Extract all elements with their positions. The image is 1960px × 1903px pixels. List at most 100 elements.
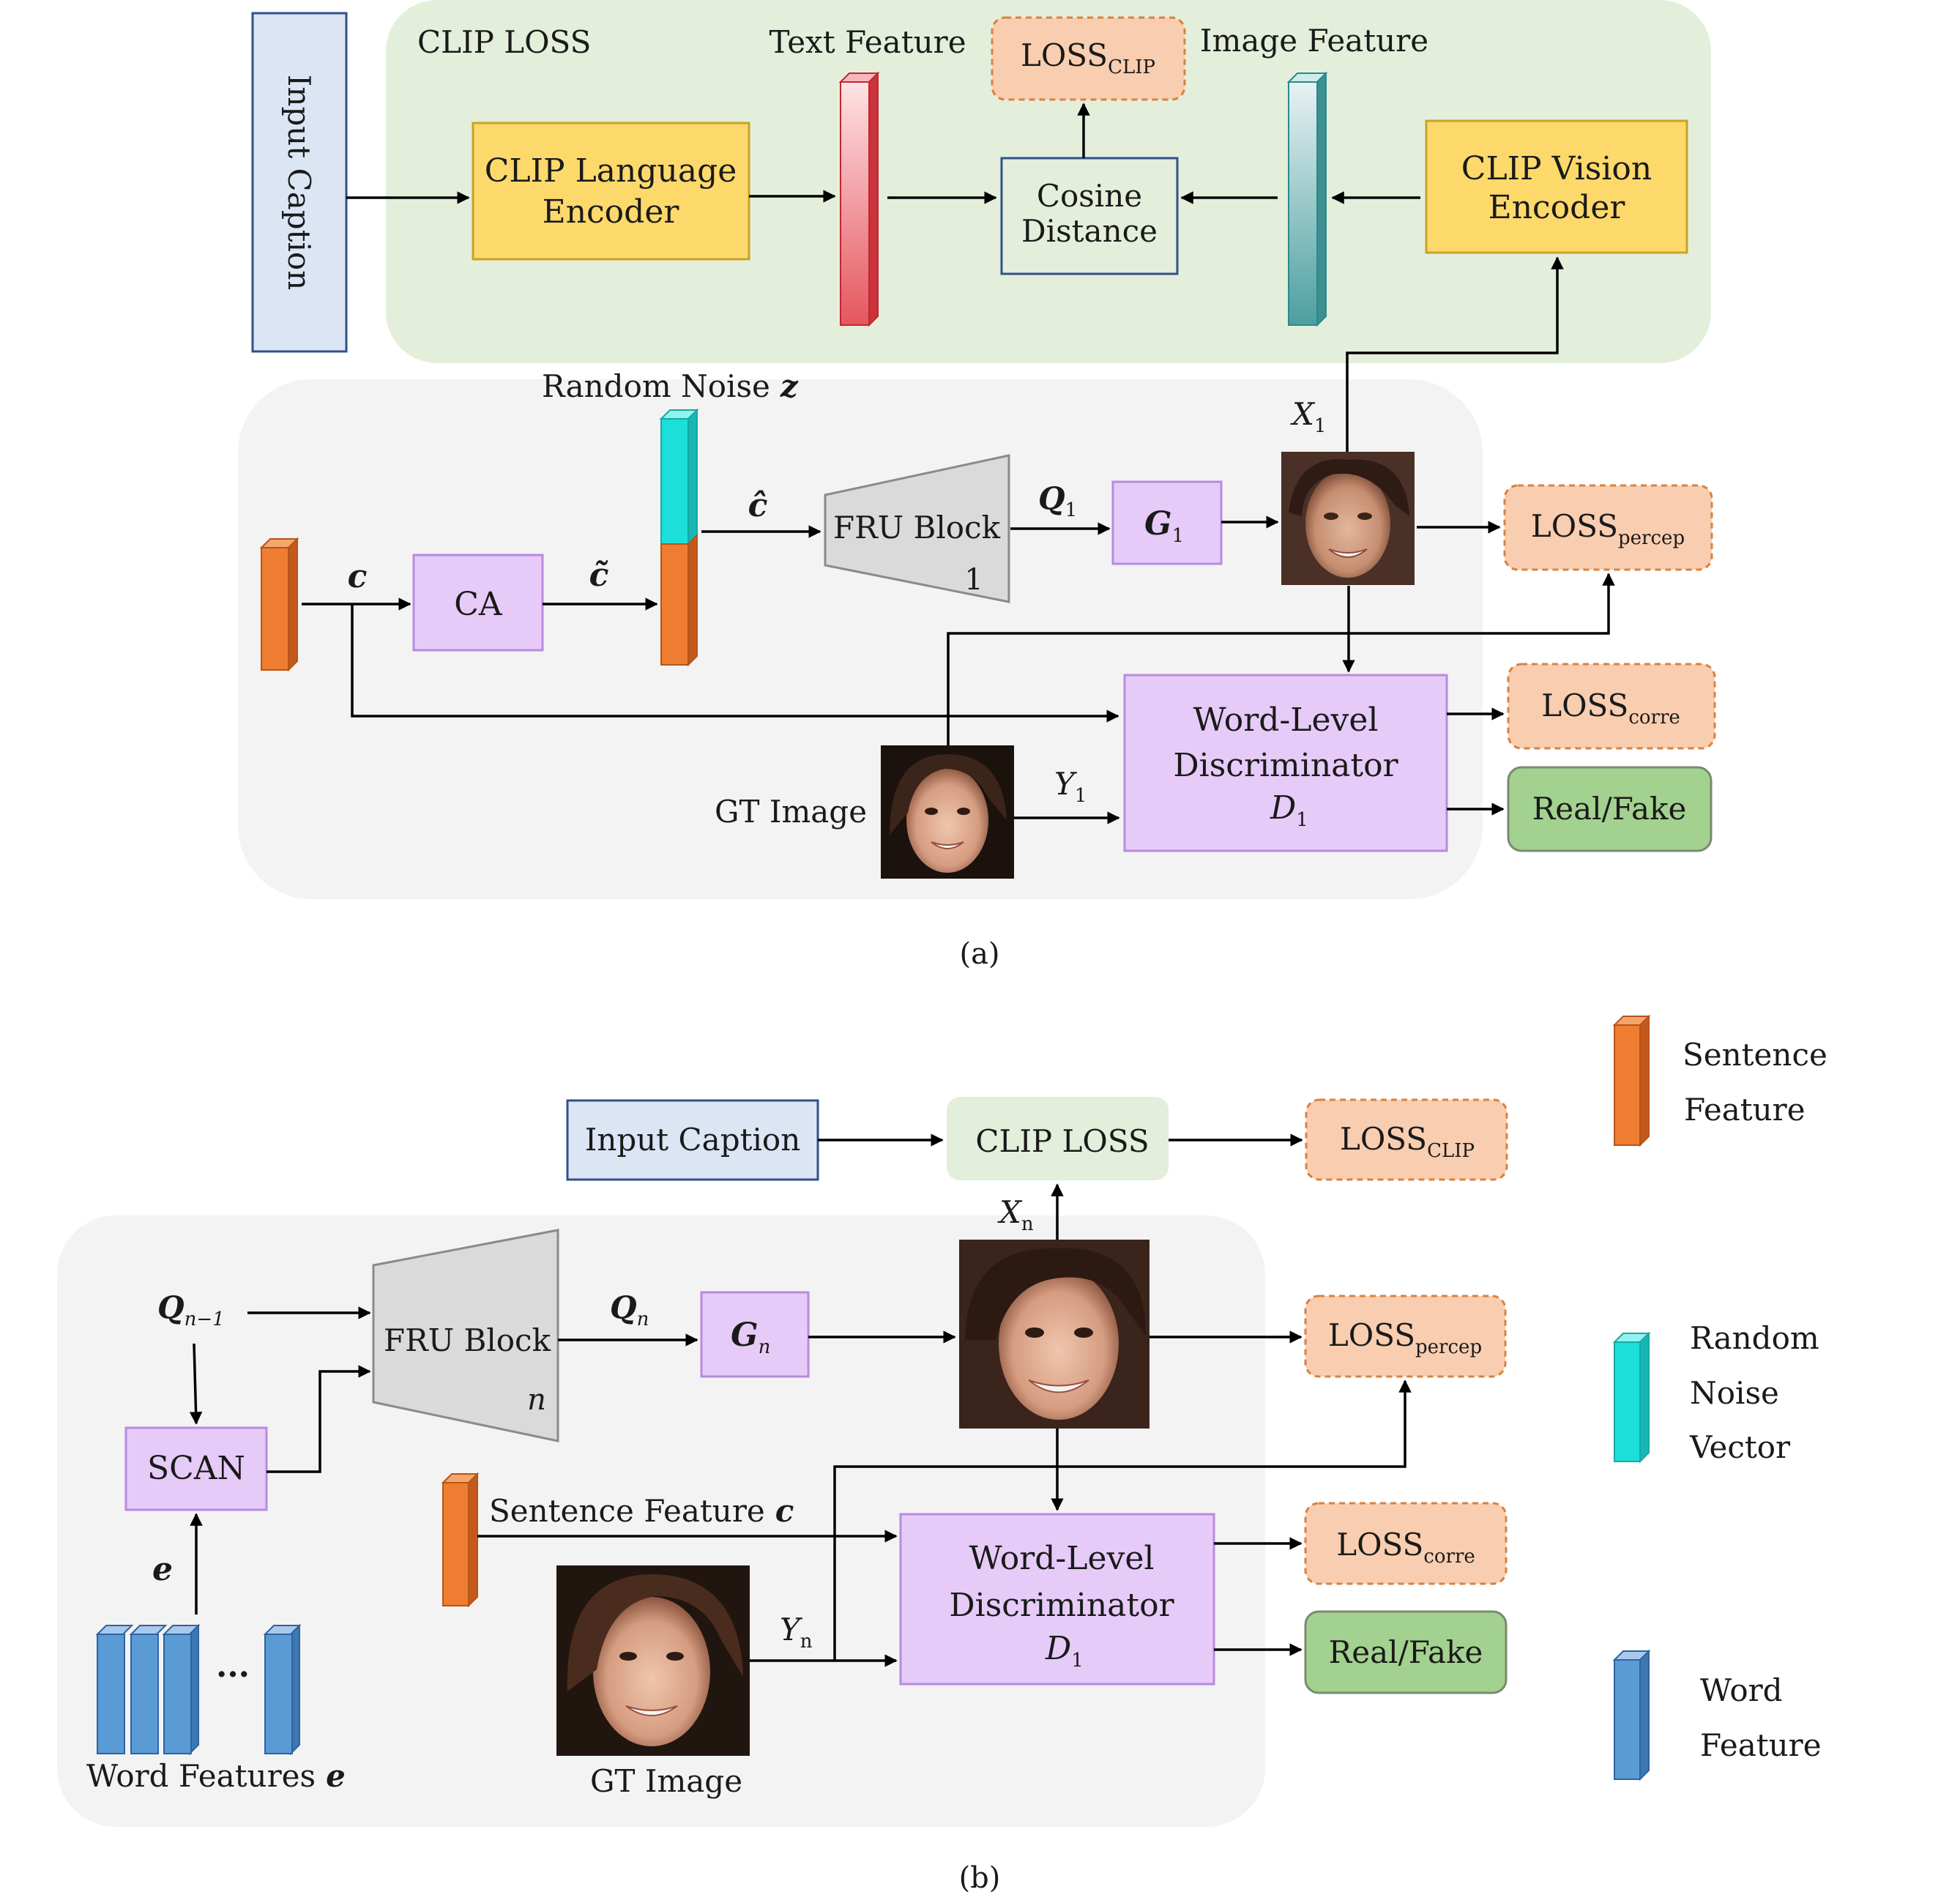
loss-clip-label-a: LOSSCLIP [1021, 37, 1155, 78]
q1-label: Q1 [1038, 480, 1077, 521]
c-label-a: c [348, 558, 368, 595]
generated-face-x1 [1281, 452, 1415, 585]
ca-label: CA [454, 586, 503, 623]
legend-noise-line3: Vector [1689, 1429, 1791, 1465]
clip-vision-encoder [1425, 119, 1688, 254]
clip-language-encoder [472, 122, 750, 261]
ca-box [412, 554, 544, 652]
panel-b-arrows [189, 1133, 1412, 1667]
input-caption-label-b: Input Caption [585, 1122, 801, 1158]
real-fake-label-a: Real/Fake [1532, 791, 1687, 827]
panel-b-caption: (b) [959, 1861, 1001, 1895]
clip-loss-title: CLIP LOSS [417, 24, 591, 60]
clip-loss-label-b: CLIP LOSS [975, 1123, 1149, 1159]
generator-arrows-a [302, 515, 1615, 824]
clip-vision-encoder-line1: CLIP Vision [1461, 150, 1652, 187]
clip-loss-box-b [947, 1097, 1169, 1180]
sentence-feature-bar-b [441, 1472, 480, 1608]
input-caption-box-b [566, 1099, 819, 1181]
qn-label: Qn [610, 1289, 649, 1330]
text-feature-label: Text Feature [769, 24, 966, 60]
e-label: e [152, 1551, 173, 1588]
c-hat-label: ĉ [748, 487, 768, 524]
scan-box [124, 1426, 268, 1511]
panel-b: Input Caption CLIP LOSS LOSSCLIP Xn Qn−1… [57, 1097, 1508, 1895]
g1-label: G1 [1144, 505, 1184, 547]
cosine-distance-box [1000, 157, 1179, 275]
legend-sentence-line2: Feature [1684, 1092, 1806, 1128]
legend-word-line1: Word [1700, 1672, 1783, 1708]
input-caption-box-a [251, 12, 348, 353]
discriminator-line1-b: Word-Level [969, 1540, 1154, 1577]
real-fake-label-b: Real/Fake [1329, 1634, 1483, 1670]
cosine-distance-line2: Distance [1021, 213, 1158, 249]
clip-vision-encoder-line2: Encoder [1488, 189, 1626, 226]
clip-region-arrows [346, 103, 1564, 452]
loss-percep-label-a: LOSSpercep [1531, 508, 1685, 549]
real-fake-box-b [1304, 1610, 1508, 1694]
generated-face-xn [959, 1240, 1149, 1429]
y1-label: Y1 [1054, 766, 1087, 807]
scan-label: SCAN [147, 1450, 245, 1487]
clip-language-encoder-line1: CLIP Language [485, 152, 737, 190]
loss-corre-box-b [1304, 1502, 1508, 1585]
legend-word-line2: Feature [1700, 1727, 1822, 1763]
concat-vector [659, 408, 699, 667]
fru-block-index-a: 1 [964, 563, 983, 597]
discriminator-d1-a: D1 [1270, 789, 1308, 831]
loss-percep-label-b: LOSSpercep [1328, 1317, 1482, 1358]
word-level-discriminator-a [1123, 674, 1448, 852]
gt-face-b [556, 1565, 750, 1756]
sentence-feature-bar-a [259, 537, 299, 672]
gt-image-label-b: GT Image [590, 1763, 742, 1799]
legend-noise-swatch [1612, 1331, 1651, 1464]
x1-label: X1 [1290, 396, 1326, 437]
c-tilde-label: c̃ [589, 556, 609, 594]
gn-label: Gn [731, 1317, 770, 1358]
q-prev-label: Qn−1 [157, 1289, 225, 1330]
discriminator-d1-b: D1 [1045, 1630, 1084, 1672]
clip-language-encoder-line2: Encoder [543, 193, 680, 231]
real-fake-box-a [1507, 766, 1713, 852]
discriminator-line1-a: Word-Level [1193, 701, 1378, 739]
loss-corre-label-b: LOSScorre [1336, 1527, 1475, 1568]
legend-noise-line2: Noise [1690, 1375, 1779, 1411]
discriminator-line2-a: Discriminator [1173, 747, 1398, 784]
input-caption-label-a: Input Caption [281, 75, 317, 291]
loss-clip-label-b: LOSSCLIP [1340, 1121, 1475, 1162]
fru-block-label-a: FRU Block [833, 510, 1001, 545]
loss-corre-label-a: LOSScorre [1541, 688, 1680, 729]
loss-corre-box-a [1507, 663, 1716, 750]
yn-label: Yn [780, 1612, 813, 1653]
fru-block-index-b: n [527, 1383, 546, 1417]
gt-face-a [881, 745, 1014, 879]
legend-word-swatch [1612, 1649, 1651, 1781]
word-features-bars [95, 1623, 302, 1756]
word-level-discriminator-b [899, 1513, 1215, 1686]
legend-noise-line1: Random [1690, 1320, 1819, 1356]
loss-clip-box-a [991, 16, 1186, 101]
loss-percep-box-a [1503, 484, 1713, 571]
fru-block-label-b: FRU Block [384, 1322, 551, 1358]
gt-image-label-a: GT Image [715, 794, 867, 830]
fru-block-b [372, 1229, 559, 1442]
text-feature-bar [838, 71, 880, 327]
cosine-distance-line1: Cosine [1037, 178, 1142, 214]
image-feature-bar [1286, 71, 1328, 327]
legend-sentence-line1: Sentence [1683, 1037, 1827, 1073]
loss-clip-box-b [1305, 1098, 1508, 1181]
panel-a-caption: (a) [959, 937, 999, 971]
generator-gn [700, 1291, 810, 1378]
legend-sentence-swatch [1612, 1014, 1651, 1147]
generator-g1 [1111, 480, 1223, 565]
legend: Sentence Feature Random Noise Vector Wor… [1612, 1014, 1827, 1781]
image-feature-label: Image Feature [1200, 23, 1428, 59]
panel-a: CLIP LOSS Input Caption CLIP Language En… [238, 0, 1716, 971]
loss-percep-box-b [1304, 1295, 1507, 1378]
xn-label: Xn [997, 1194, 1034, 1235]
fru-block-a [824, 454, 1010, 603]
